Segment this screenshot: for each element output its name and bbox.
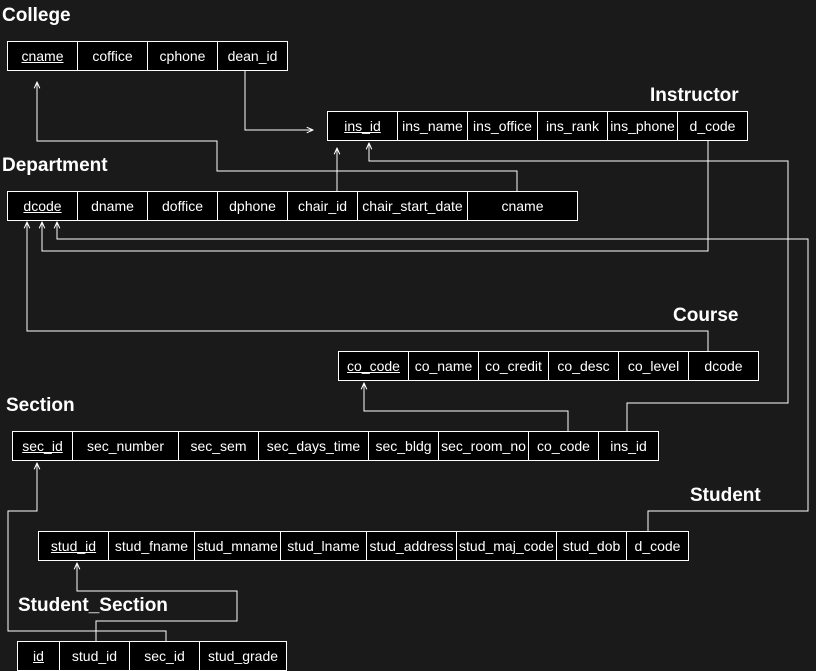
link-section-cocode-to-cocode <box>364 383 569 431</box>
department-table: dcode dname doffice dphone chair_id chai… <box>7 191 578 221</box>
section-table: sec_id sec_number sec_sem sec_days_time … <box>12 431 659 461</box>
section-ins-id-cell: ins_id <box>610 438 647 454</box>
department-cname-cell: cname <box>501 198 544 214</box>
student-stud-address-cell: stud_address <box>367 532 457 560</box>
college-title: College <box>2 5 71 26</box>
student-section-title: Student_Section <box>18 595 168 616</box>
course-title: Course <box>673 305 739 326</box>
instructor-ins-office-cell: ins_office <box>468 112 538 140</box>
college-dean-id-cell: dean_id <box>227 48 278 64</box>
department-dcode-cell: dcode <box>8 192 78 220</box>
instructor-ins-name-cell: ins_name <box>398 112 468 140</box>
section-sec-sem-cell: sec_sem <box>179 432 259 460</box>
link-dean-id-to-ins-id <box>244 71 313 130</box>
department-title: Department <box>2 155 108 176</box>
course-dcode-cell: dcode <box>704 358 743 374</box>
student-stud-lname-cell: stud_lname <box>281 532 367 560</box>
student-stud-dob-cell: stud_dob <box>557 532 627 560</box>
college-cname-cell: cname <box>8 42 78 70</box>
student-stud-id-cell: stud_id <box>39 532 109 560</box>
instructor-ins-id-cell: ins_id <box>328 112 398 140</box>
link-section-insid-to-insid <box>369 143 789 431</box>
section-sec-bldg-cell: sec_bldg <box>369 432 439 460</box>
student-d-code-cell: d_code <box>634 538 681 554</box>
instructor-table: ins_id ins_name ins_office ins_rank ins_… <box>327 111 748 141</box>
department-dname-cell: dname <box>78 192 148 220</box>
instructor-ins-rank-cell: ins_rank <box>538 112 608 140</box>
course-co-name-cell: co_name <box>409 352 479 380</box>
link-course-dcode-to-dcode <box>27 222 709 351</box>
student-section-sec-id-cell: sec_id <box>130 642 200 670</box>
section-sec-id-cell: sec_id <box>13 432 73 460</box>
student-section-stud-grade-cell: stud_grade <box>207 648 279 664</box>
student-stud-maj-code-cell: stud_maj_code <box>457 532 557 560</box>
student-title: Student <box>690 485 761 506</box>
section-sec-room-no-cell: sec_room_no <box>439 432 529 460</box>
course-table: co_code co_name co_credit co_desc co_lev… <box>338 351 759 381</box>
student-table: stud_id stud_fname stud_mname stud_lname… <box>38 531 689 561</box>
student-section-id-cell: id <box>18 642 60 670</box>
course-co-level-cell: co_level <box>619 352 689 380</box>
department-chair-start-date-cell: chair_start_date <box>358 192 468 220</box>
instructor-title: Instructor <box>650 85 739 106</box>
course-co-credit-cell: co_credit <box>479 352 549 380</box>
student-stud-mname-cell: stud_mname <box>195 532 281 560</box>
section-sec-days-time-cell: sec_days_time <box>259 432 369 460</box>
student-section-table: id stud_id sec_id stud_grade <box>17 641 287 671</box>
section-co-code-cell: co_code <box>529 432 599 460</box>
college-table: cname coffice cphone dean_id <box>7 41 288 71</box>
course-co-desc-cell: co_desc <box>549 352 619 380</box>
department-chair-id-cell: chair_id <box>288 192 358 220</box>
student-stud-fname-cell: stud_fname <box>109 532 195 560</box>
college-cphone-cell: cphone <box>148 42 218 70</box>
college-coffice-cell: coffice <box>78 42 148 70</box>
instructor-d-code-cell: d_code <box>689 118 736 134</box>
instructor-ins-phone-cell: ins_phone <box>608 112 678 140</box>
department-dphone-cell: dphone <box>218 192 288 220</box>
section-sec-number-cell: sec_number <box>73 432 179 460</box>
department-doffice-cell: doffice <box>148 192 218 220</box>
section-title: Section <box>6 395 75 416</box>
student-section-stud-id-cell: stud_id <box>60 642 130 670</box>
course-co-code-cell: co_code <box>339 352 409 380</box>
